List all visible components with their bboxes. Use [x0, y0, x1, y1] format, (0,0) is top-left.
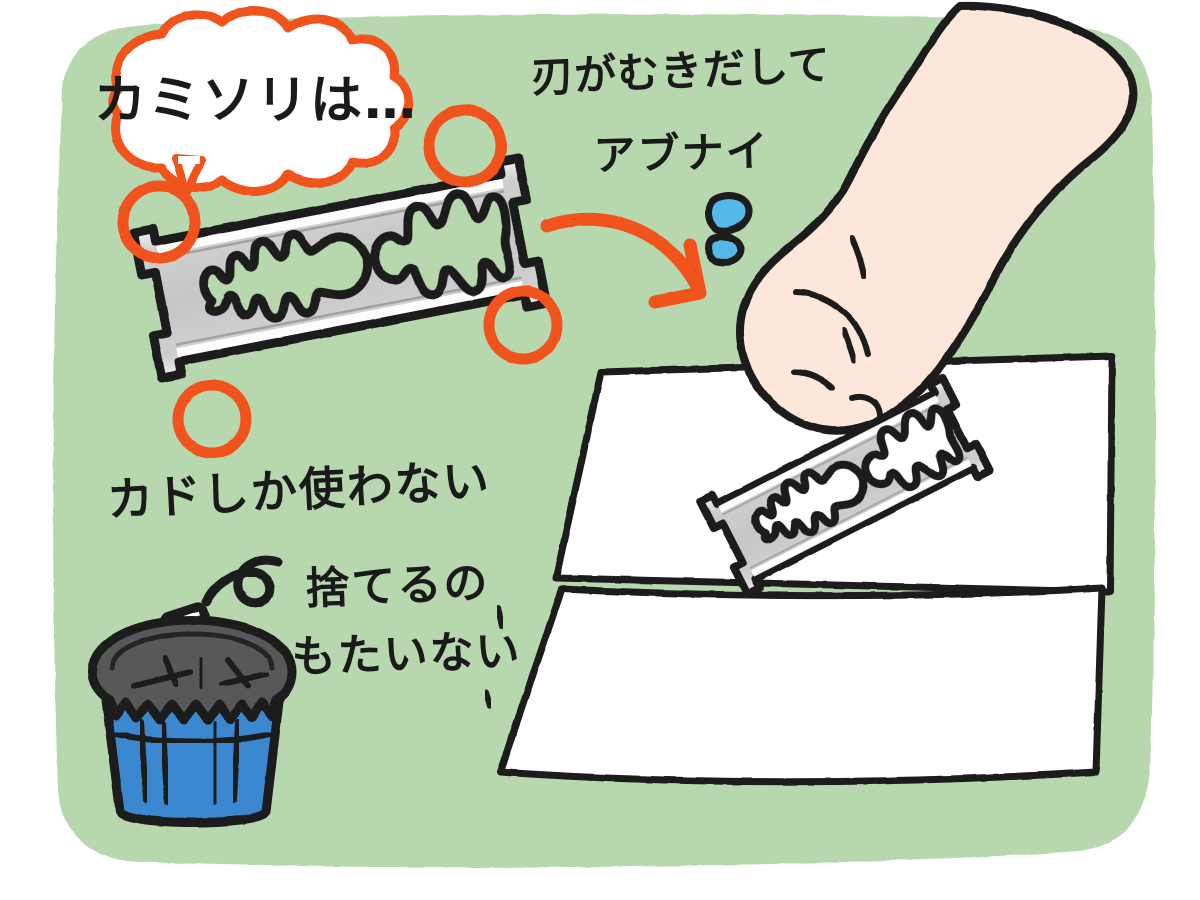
trash-can	[87, 615, 297, 827]
corner-marker-bottom-left	[172, 379, 252, 459]
corner-marker-bottom-right	[483, 285, 563, 365]
annotation-dangerous: アブナイ	[593, 126, 770, 180]
orange-arrow	[540, 212, 707, 309]
hand-silhouette	[736, 1, 1138, 435]
corner-markers	[117, 104, 563, 459]
corner-marker-top-left	[117, 180, 201, 264]
trash-bag-opening	[109, 631, 275, 671]
finger-crease-index	[849, 235, 867, 279]
finger-crease-middle	[841, 327, 857, 363]
sweat-drop-large	[705, 192, 753, 235]
annotation-throwing-away: 捨てるの	[305, 558, 491, 615]
toss-motion-curl	[201, 555, 283, 608]
finger-crease-knuckle	[793, 289, 871, 357]
speech-bubble: カミソリは…	[94, 6, 418, 198]
finger-crease-ring	[791, 369, 835, 391]
hand	[736, 1, 1138, 440]
trash-can-ribs	[138, 719, 241, 805]
ink-tick-marks	[483, 605, 505, 709]
sweat-drops	[705, 192, 753, 267]
annotation-wasteful: もたいない	[291, 626, 522, 683]
razor-blade-held	[696, 373, 994, 599]
corner-marker-top-right	[423, 104, 507, 188]
sweat-drop-small	[705, 233, 745, 267]
trash-can-rim-line	[113, 731, 273, 745]
paper-sheet-front	[496, 584, 1106, 786]
speech-bubble-text: カミソリは…	[94, 71, 418, 131]
trash-contents	[131, 655, 269, 689]
